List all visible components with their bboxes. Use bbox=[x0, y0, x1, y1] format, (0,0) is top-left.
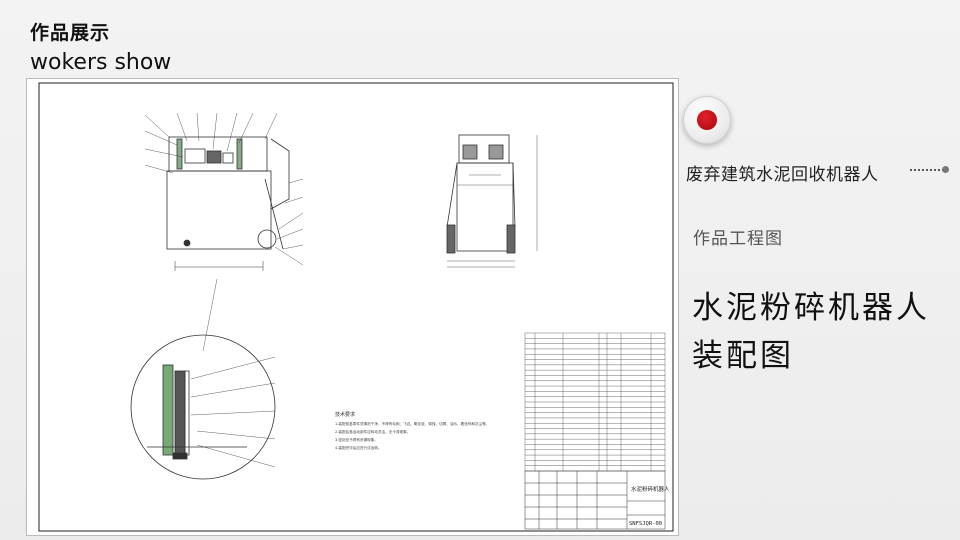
title-block-name: 水泥粉碎机器人 bbox=[631, 485, 670, 493]
side-view bbox=[446, 134, 538, 268]
drawing-title-line2: 装配图 bbox=[692, 338, 794, 374]
engineering-drawing: 技术要求 1.装配前各零件须清洗干净，不得有毛刺、飞边、氧化皮、锈蚀、切屑、油污… bbox=[26, 78, 679, 536]
front-view bbox=[144, 112, 304, 352]
tech-note-4: 4.装配完毕后应进行试运转。 bbox=[335, 445, 382, 450]
section-label: 作品工程图 bbox=[693, 229, 783, 249]
dotted-divider bbox=[910, 169, 944, 171]
detail-view bbox=[130, 334, 276, 480]
sheet-frame bbox=[38, 82, 674, 532]
tech-note-2: 2.装配后各运动部件应转动灵活，无卡滞现象。 bbox=[335, 429, 410, 434]
bom-table bbox=[524, 332, 666, 472]
tech-note-3: 3.密封处不得有渗漏现象。 bbox=[335, 437, 378, 442]
tech-note-1: 1.装配前各零件须清洗干净，不得有毛刺、飞边、氧化皮、锈蚀、切屑、油污、着色剂和… bbox=[335, 421, 489, 426]
project-title: 废弃建筑水泥回收机器人 bbox=[686, 165, 879, 185]
divider-end-dot bbox=[942, 166, 949, 173]
title-block bbox=[524, 470, 666, 530]
red-dot-icon bbox=[697, 110, 717, 130]
logo-badge bbox=[683, 96, 731, 144]
title-block-code: SNFSJQR-00 bbox=[629, 521, 662, 527]
page-subtitle: wokers show bbox=[30, 50, 172, 75]
drawing-canvas: 技术要求 1.装配前各零件须清洗干净，不得有毛刺、飞边、氧化皮、锈蚀、切屑、油污… bbox=[38, 82, 674, 532]
drawing-title-line1: 水泥粉碎机器人 bbox=[692, 290, 930, 326]
page-title: 作品展示 bbox=[30, 22, 111, 44]
technical-requirements: 技术要求 1.装配前各零件须清洗干净，不得有毛刺、飞边、氧化皮、锈蚀、切屑、油污… bbox=[335, 411, 489, 450]
tech-req-title: 技术要求 bbox=[335, 411, 355, 418]
